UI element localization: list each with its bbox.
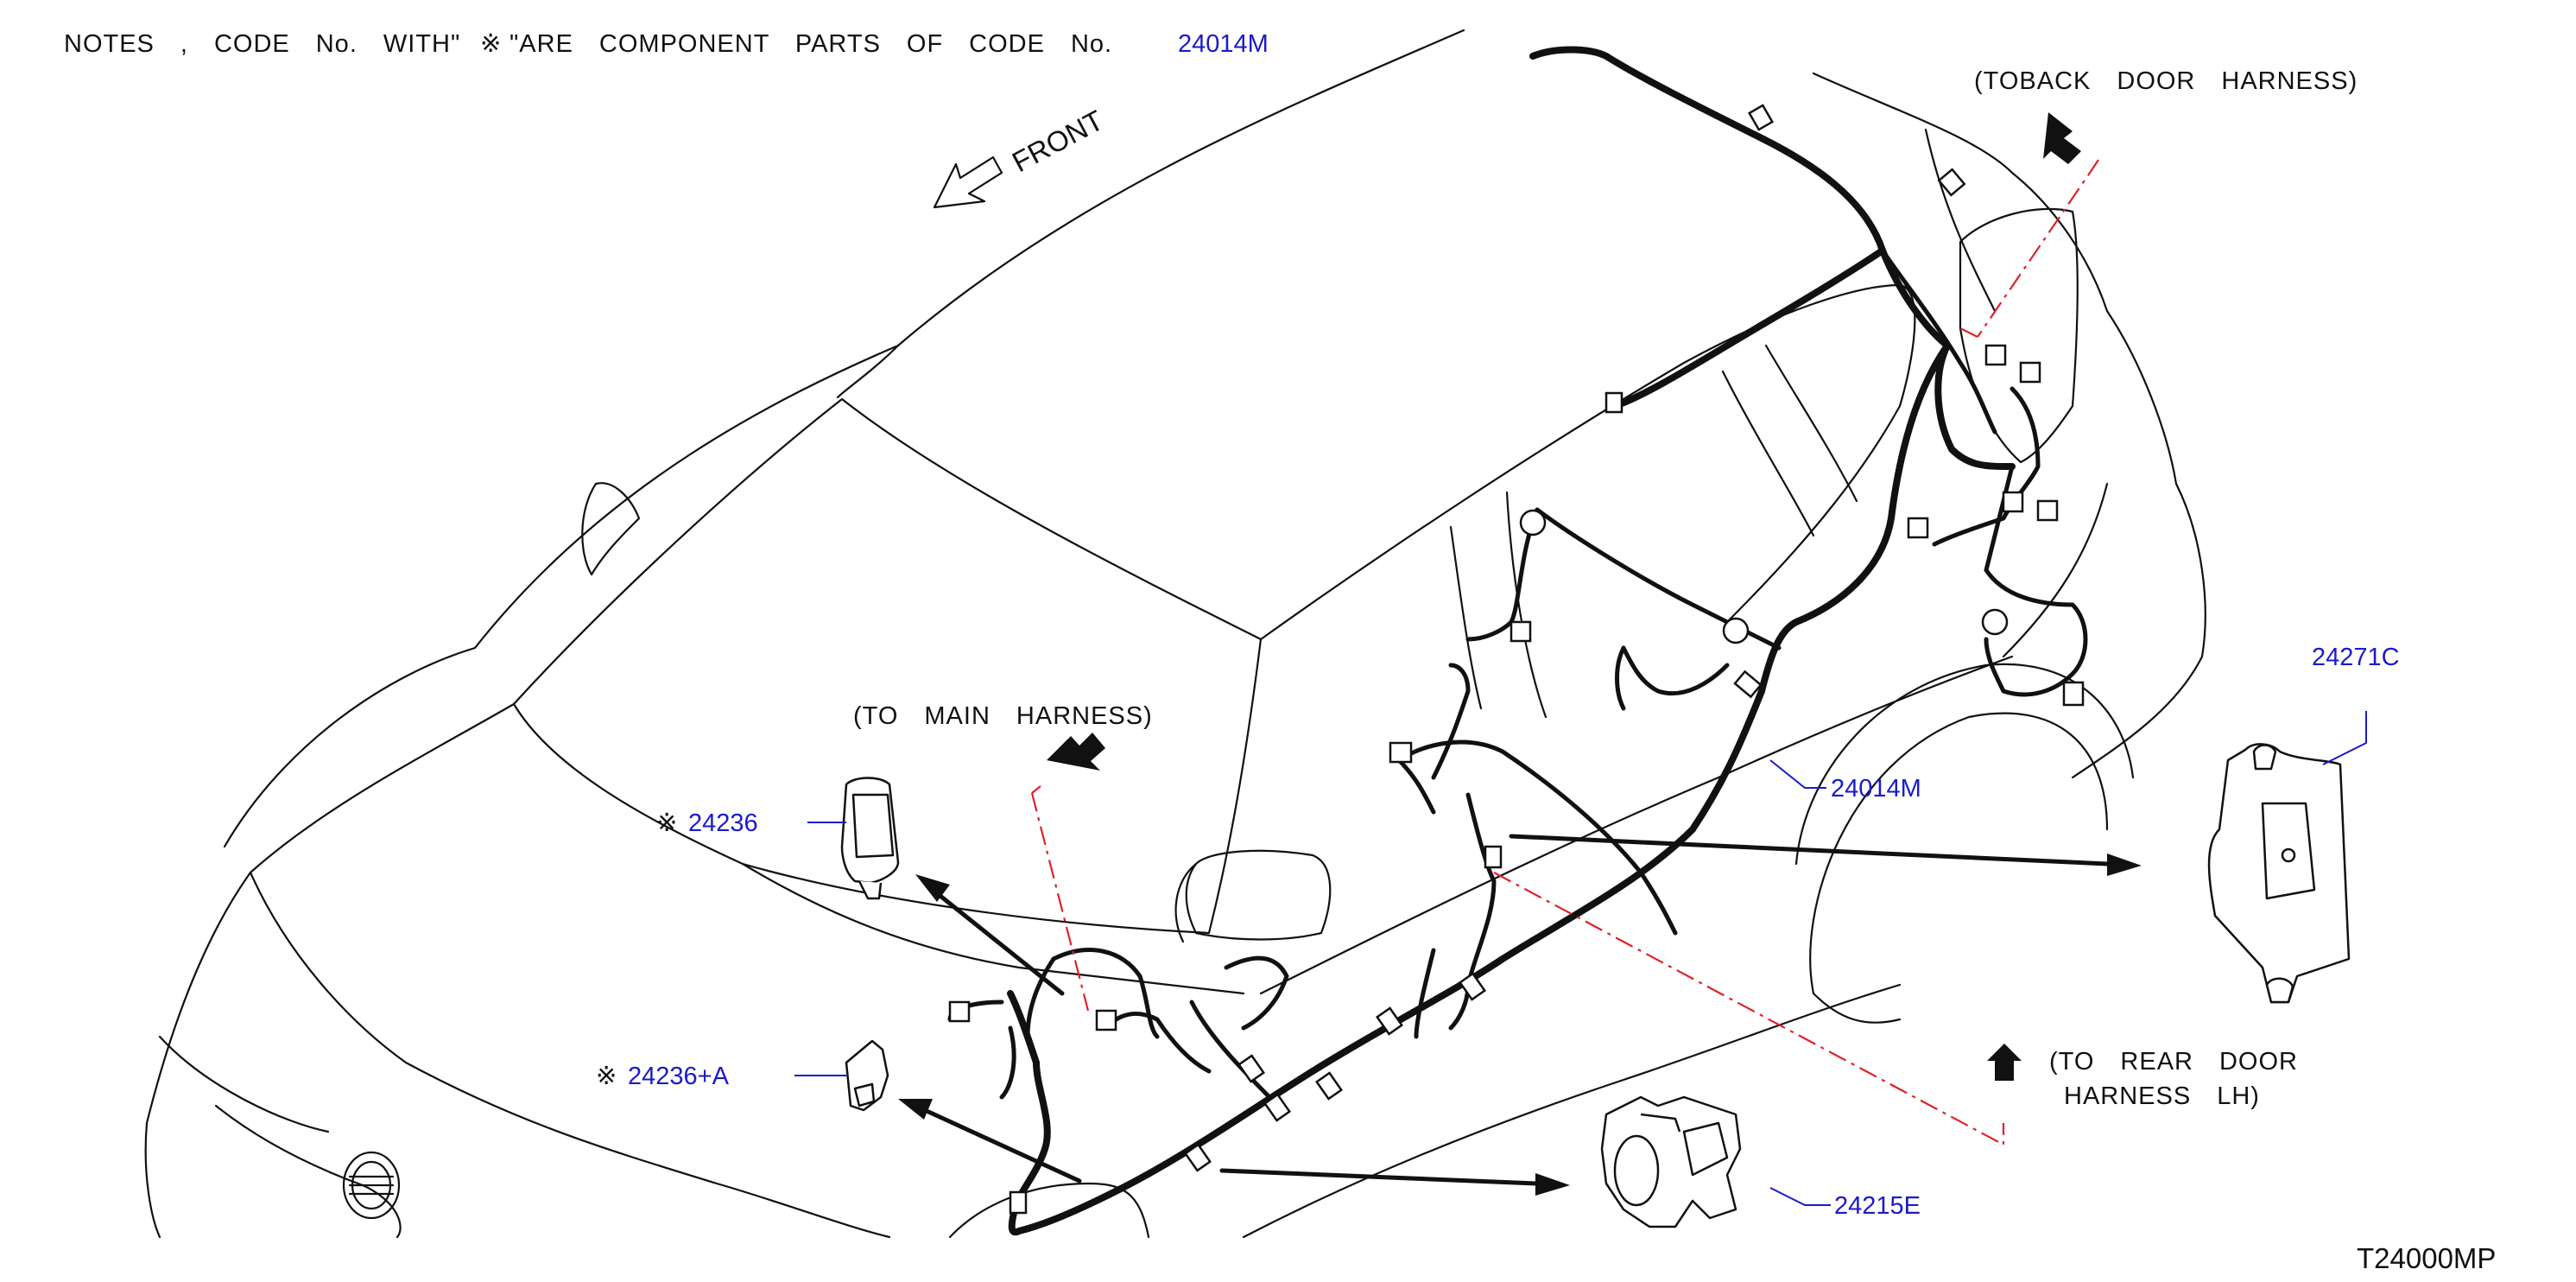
part-code-24271C: 24271C	[2312, 644, 2400, 671]
arrow-up-icon	[1047, 733, 1105, 771]
asterisk-icon: ※	[480, 30, 502, 58]
callout-arrows	[898, 112, 2142, 1196]
notes-suffix: "ARE COMPONENT PARTS OF CODE No.	[510, 30, 1112, 58]
notes-prefix: NOTES , CODE No. WITH"	[64, 30, 460, 58]
part-24271C[interactable]: 24271C	[2207, 644, 2400, 1004]
callout-to-main-harness: (TO MAIN HARNESS)	[853, 702, 1153, 730]
part-24236[interactable]: ※ 24236	[656, 777, 900, 900]
part-24215E[interactable]: 24215E	[1600, 1095, 1921, 1228]
label-24014M: 24014M	[1769, 759, 1921, 803]
part-code-24236: 24236	[688, 809, 758, 837]
notes-header: NOTES , CODE No. WITH" ※ "ARE COMPONENT …	[64, 30, 1269, 58]
arrow-up-icon	[2043, 112, 2081, 164]
asterisk-icon: ※	[656, 809, 678, 837]
asterisk-icon: ※	[596, 1063, 617, 1090]
callout-to-rear-door-line1: (TO REAR DOOR	[2049, 1048, 2298, 1076]
arrow-up-icon	[1987, 1044, 2022, 1081]
front-arrow-icon	[933, 155, 1003, 209]
main-harness-24014M[interactable]	[947, 46, 2088, 1236]
reference-lines	[1030, 159, 2099, 1146]
notes-code: 24014M	[1178, 30, 1269, 58]
part-code-24014M: 24014M	[1831, 775, 1921, 803]
callout-texts: (TOBACK DOOR HARNESS) (TO MAIN HARNESS) …	[853, 67, 2358, 1110]
front-direction: FRONT	[933, 104, 1109, 209]
front-label: FRONT	[1007, 104, 1109, 178]
callout-to-rear-door-line2: HARNESS LH)	[2064, 1082, 2260, 1110]
diagram-reference: T24000MP	[2357, 1242, 2496, 1274]
part-code-24215E: 24215E	[1834, 1192, 1921, 1220]
part-24236-A[interactable]: ※ 24236+A	[596, 1039, 889, 1112]
part-code-24236-A: 24236+A	[628, 1063, 730, 1090]
vehicle-body-outline	[144, 29, 2206, 1239]
callout-to-back-door: (TOBACK DOOR HARNESS)	[1974, 67, 2358, 95]
